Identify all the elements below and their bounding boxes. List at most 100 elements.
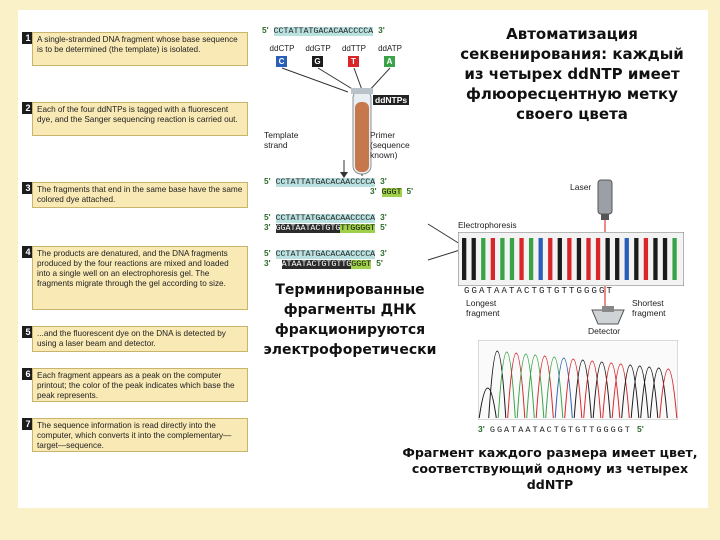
five-prime: 5' xyxy=(262,25,269,35)
primer-label: Primer (sequence known) xyxy=(370,130,410,160)
heading-line: соответствующий одному из четырех xyxy=(411,461,689,476)
chromatogram-peak xyxy=(478,387,497,419)
shortest-fragment-label: Shortest fragment xyxy=(632,298,666,318)
heading-line: флюоресцентную метку xyxy=(466,85,678,103)
detector-label: Detector xyxy=(588,326,621,336)
chromatogram-peak xyxy=(497,351,516,419)
base-c-box: C xyxy=(276,56,287,67)
template-sequence: CCTATTATGACACAACCCCA xyxy=(273,27,374,36)
chromatogram-peak xyxy=(640,366,659,419)
ddgtp-label: ddGTP xyxy=(305,44,331,53)
gel-band xyxy=(615,238,620,280)
chromatogram-peak xyxy=(554,357,573,419)
gel-band xyxy=(509,238,515,280)
heading-line: ddNTP xyxy=(526,477,574,492)
chromatogram-peak xyxy=(573,359,592,419)
arrow-line xyxy=(281,67,349,93)
chromatogram xyxy=(478,340,678,420)
step-text: The products are denatured, and the DNA … xyxy=(32,246,248,310)
electrophoresis-label: Electrophoresis xyxy=(458,220,517,230)
chromatogram-peak xyxy=(516,353,535,419)
three-prime: 3' xyxy=(378,25,385,35)
chromatogram-peak xyxy=(602,362,621,419)
heading-line: электрофоретически xyxy=(263,342,437,358)
chromatogram-peak xyxy=(621,364,640,419)
ddatp-label: ddATP xyxy=(378,44,402,53)
gel-band xyxy=(567,238,572,280)
primer-row-bottom: 3' GGGT 5' xyxy=(370,186,414,197)
heading-bottom: Фрагмент каждого размера имеет цвет, соо… xyxy=(390,445,710,493)
gel-band xyxy=(624,238,629,280)
fragment-a-template: 5' CCTATTATGACACAACCCCA 3' xyxy=(264,212,387,223)
step-number: 6 xyxy=(22,368,34,380)
chromatogram-peak xyxy=(488,350,507,419)
chromatogram-peak xyxy=(611,363,630,419)
down-arrow xyxy=(340,160,348,178)
heading-line: секвенирования: каждый xyxy=(460,45,684,63)
gel-band xyxy=(576,238,582,280)
fragment-a-product: 3' GGATAATACTGTGTTGGGGT 5' xyxy=(264,222,387,233)
chromatogram-peak xyxy=(545,356,564,419)
base-t-box: T xyxy=(348,56,359,67)
chromatogram-peak xyxy=(649,367,668,419)
ddttp-label: ddTTP xyxy=(341,44,366,53)
fragment-b-product: 3' ATAATACTGTGTTGGGGT 5' xyxy=(264,258,383,269)
step-number: 7 xyxy=(22,418,34,430)
gel-band xyxy=(653,238,658,280)
gel-band xyxy=(595,238,601,280)
base-g-box: G xyxy=(312,56,323,67)
gel-band xyxy=(672,238,677,280)
gel-band xyxy=(557,238,562,280)
fragment-b-template: 5' CCTATTATGACACAACCCCA 3' xyxy=(264,248,387,259)
step-text: Each fragment appears as a peak on the c… xyxy=(32,368,248,402)
gel-band xyxy=(462,238,467,280)
longest-fragment-label: Longest fragment xyxy=(466,298,500,318)
heading-line: своего цвета xyxy=(516,105,628,123)
template-strand-label: Template strand xyxy=(264,130,299,150)
step-text: A single-stranded DNA fragment whose bas… xyxy=(32,32,248,66)
heading-line: Терминированные xyxy=(275,282,425,298)
gel-band xyxy=(481,238,486,280)
gel-band xyxy=(605,238,610,280)
chromatogram-peaks xyxy=(478,350,678,419)
heading-line: Автоматизация xyxy=(506,25,638,43)
chromatogram-peak xyxy=(526,354,545,419)
gel-band xyxy=(490,238,495,280)
arrow-line xyxy=(317,67,355,91)
chromatogram-peak xyxy=(535,355,554,419)
chromatogram-peak xyxy=(583,360,602,419)
step-text: The sequence information is read directl… xyxy=(32,418,248,452)
chromatogram-peak xyxy=(507,352,526,419)
step-number: 5 xyxy=(22,326,34,338)
primer-row-top: 5' CCTATTATGACACAACCCCA 3' xyxy=(264,176,387,187)
heading-top: Автоматизация секвенирования: каждый из … xyxy=(438,24,706,124)
gel-band xyxy=(500,238,505,280)
tube-diagram xyxy=(281,67,391,176)
step-text: ...and the fluorescent dye on the DNA is… xyxy=(32,326,248,352)
gel-band xyxy=(519,238,524,280)
chromatogram-peak xyxy=(630,365,649,419)
heading-line: фрагменты ДНК xyxy=(283,302,417,318)
step-text: The fragments that end in the same base … xyxy=(32,182,248,208)
detector-icon xyxy=(591,306,625,325)
heading-line: Фрагмент каждого размера имеет цвет, xyxy=(402,445,698,460)
gel-band xyxy=(586,238,591,280)
gel-band xyxy=(548,238,553,280)
gel xyxy=(458,232,684,286)
gel-reading: GGATAATACTGTGTTGGGGT xyxy=(464,286,615,296)
gel-band xyxy=(643,238,649,280)
step-number: 2 xyxy=(22,102,34,114)
arrow-line xyxy=(353,67,363,91)
gel-band xyxy=(634,238,639,280)
gel-band xyxy=(471,238,476,280)
gel-band xyxy=(528,238,534,280)
step-number: 3 xyxy=(22,182,34,194)
template-top: 5' CCTATTATGACACAACCCCA 3' xyxy=(262,25,385,36)
tube-liquid xyxy=(355,102,369,172)
step-number: 1 xyxy=(22,32,34,44)
heading-line: из четырех ddNTP имеет xyxy=(464,65,680,83)
step-number: 4 xyxy=(22,246,34,258)
slide: 1 A single-stranded DNA fragment whose b… xyxy=(18,10,708,508)
tube-cap xyxy=(351,88,373,94)
laser-label: Laser xyxy=(570,182,592,192)
